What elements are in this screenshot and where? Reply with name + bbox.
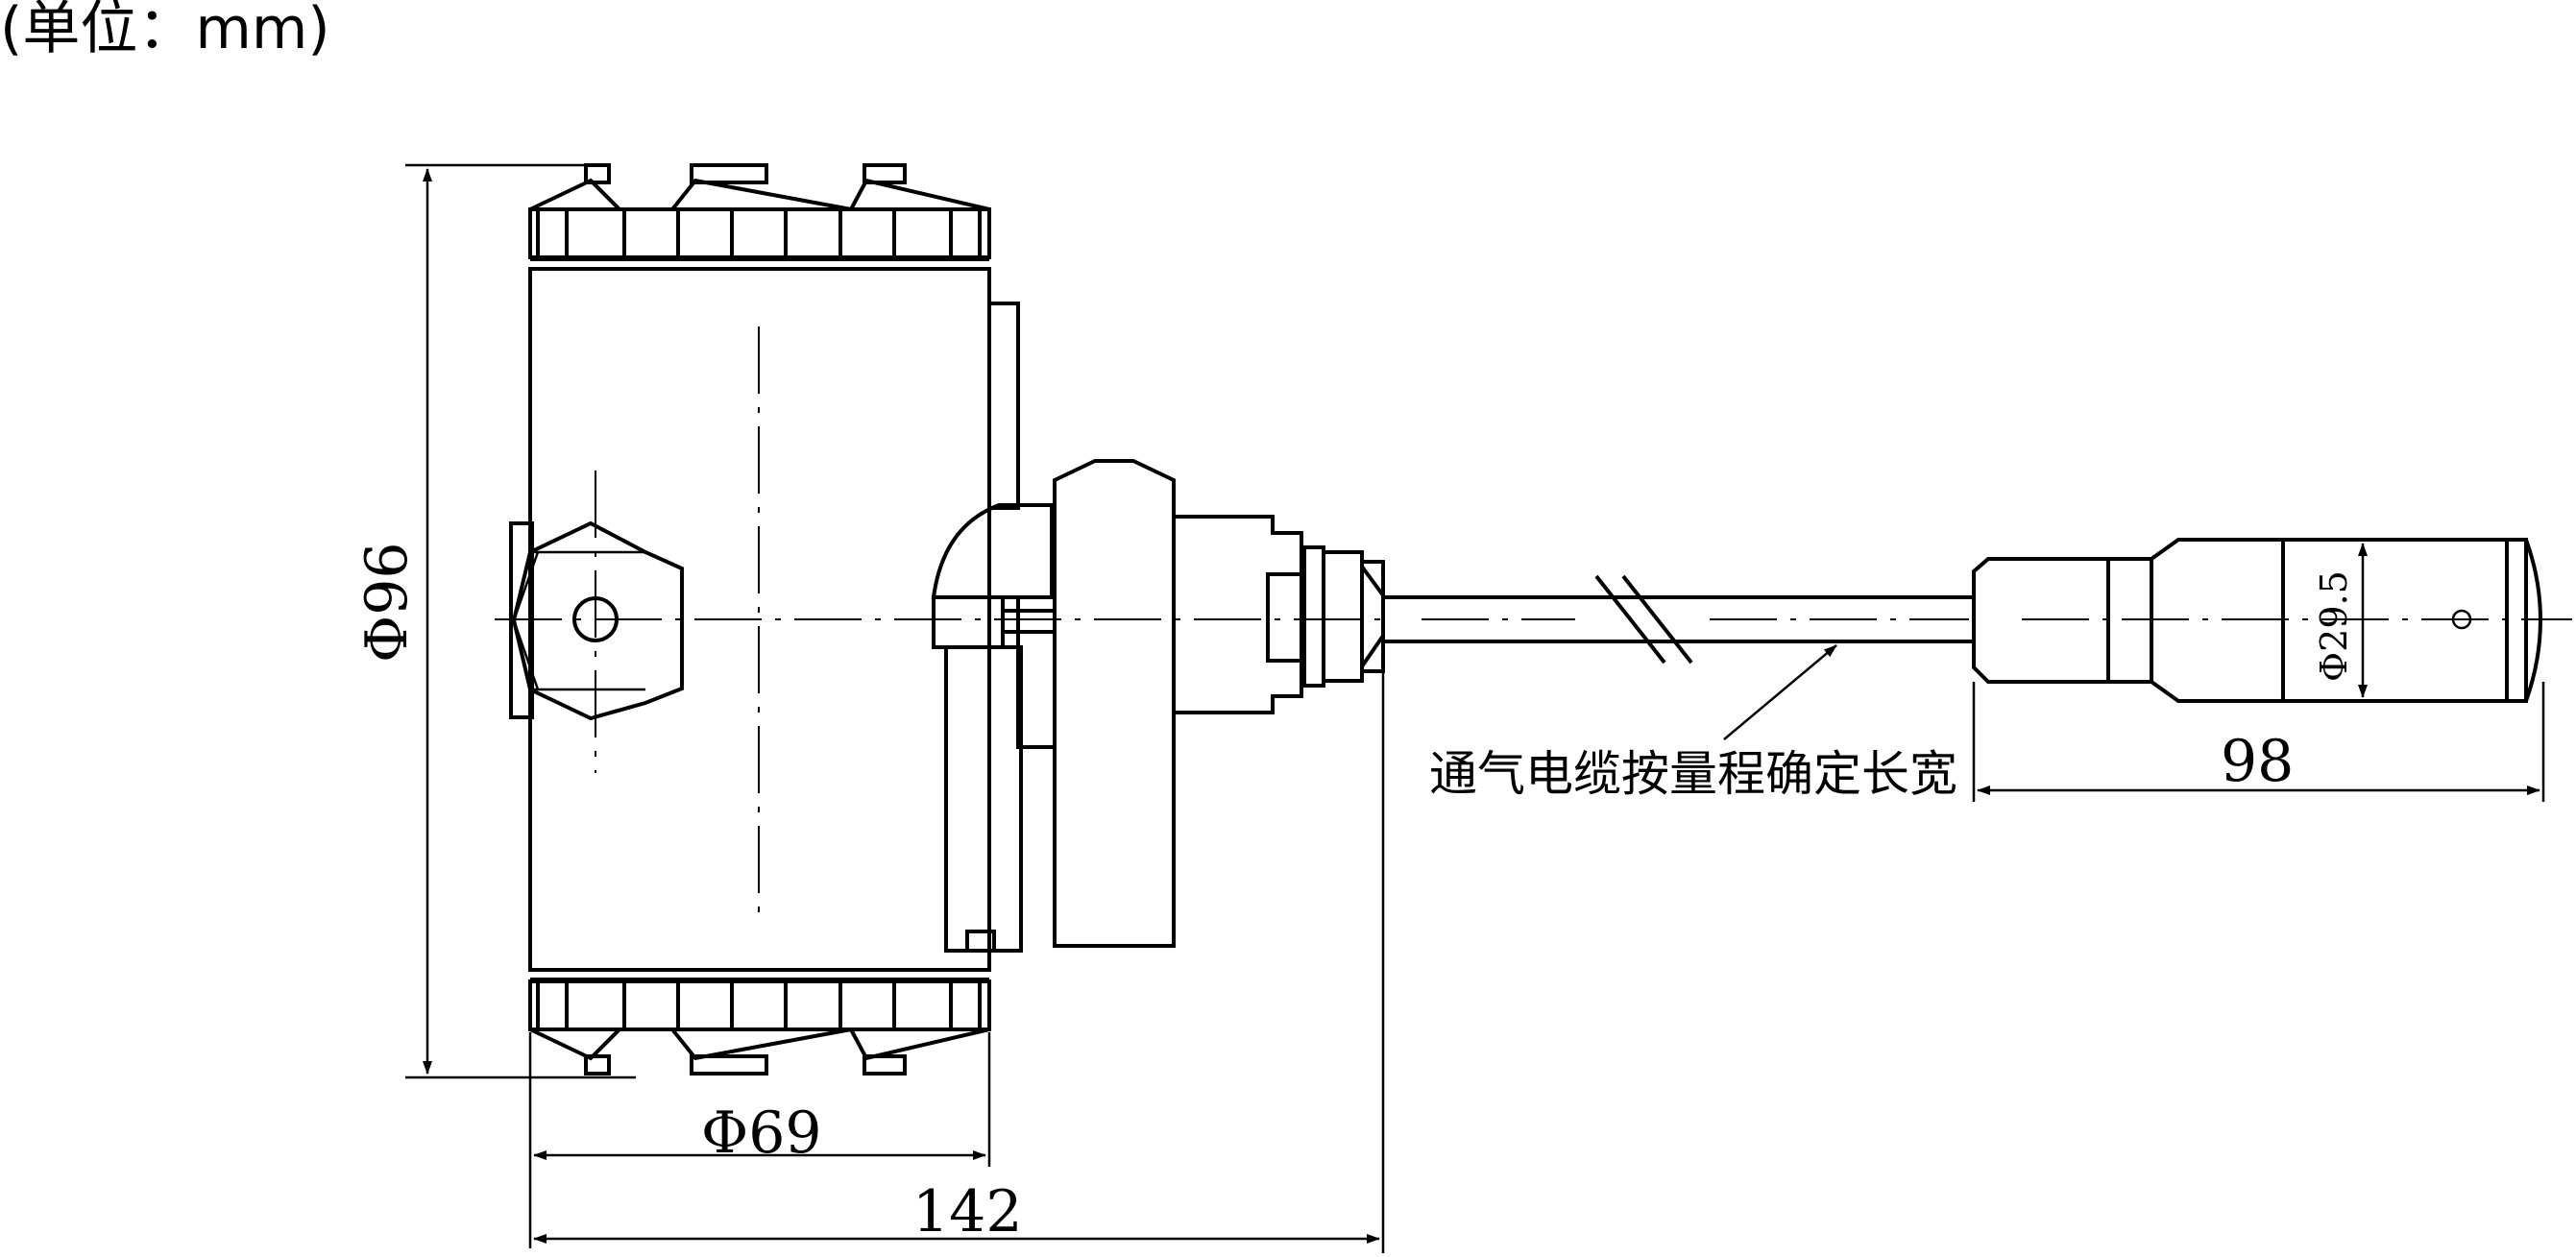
flange-connector bbox=[931, 459, 1385, 953]
bottom-cap bbox=[528, 979, 991, 1076]
center-lines bbox=[495, 326, 2572, 912]
dimension-label-overall-length: 142 bbox=[912, 1178, 1023, 1245]
top-cap bbox=[528, 163, 991, 259]
dimension-probe-diameter: Φ29.5 bbox=[2313, 543, 2368, 698]
cable-note-text: 通气电缆按量程确定长宽 bbox=[1429, 746, 1957, 802]
dimension-probe-length: 98 bbox=[1972, 682, 2545, 802]
dimension-label-housing-diameter: Φ96 bbox=[353, 542, 421, 663]
dimension-label-probe-diameter: Φ29.5 bbox=[2313, 570, 2355, 682]
dimension-housing-width: Φ69 bbox=[528, 1032, 991, 1248]
dimension-housing-diameter: Φ96 bbox=[353, 163, 636, 1079]
dimension-overall-length: 142 bbox=[533, 663, 1385, 1253]
vented-cable bbox=[1383, 574, 1974, 665]
dimension-label-probe-length: 98 bbox=[2221, 728, 2294, 795]
dimension-label-housing-width: Φ69 bbox=[701, 1100, 822, 1167]
transmitter-housing bbox=[509, 163, 1020, 1076]
cable-note: 通气电缆按量程确定长宽 bbox=[1429, 644, 1957, 802]
unit-note: (单位：mm) bbox=[0, 0, 330, 62]
